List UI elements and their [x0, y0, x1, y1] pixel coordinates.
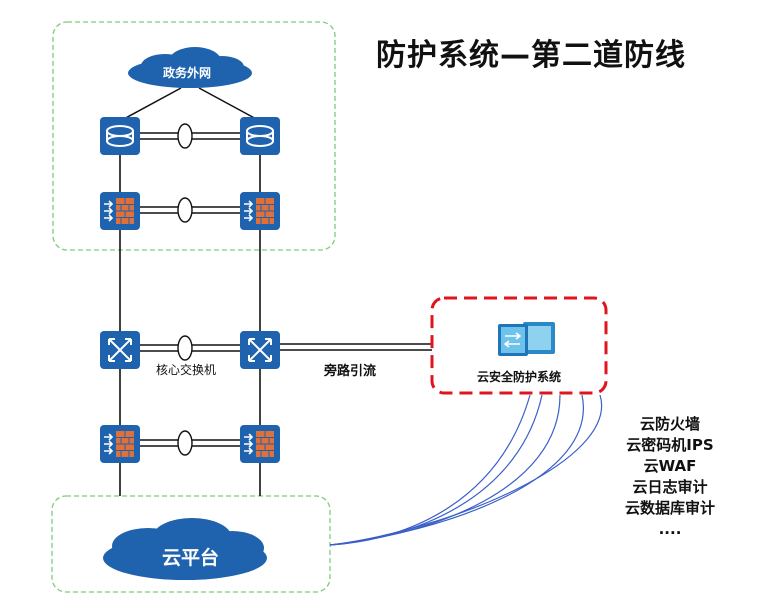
- service-item: ....: [658, 520, 682, 538]
- firewall-top-left-icon: [99, 191, 141, 231]
- uplink-left: [119, 87, 182, 122]
- link-core-switches: [140, 335, 240, 361]
- link-firewalls-top: [140, 197, 240, 223]
- security-appliance-icon: [498, 322, 555, 356]
- internet-cloud: [128, 47, 252, 88]
- core-switch-right-icon: [239, 330, 281, 370]
- cloud-platform-label: 云平台: [162, 547, 220, 569]
- service-item: 云密码机IPS: [626, 436, 714, 454]
- link-firewalls-bottom: [140, 430, 240, 456]
- page-title: 防护系统—第二道防线: [376, 38, 686, 73]
- bypass-label: 旁路引流: [324, 364, 377, 379]
- bypass-link: [280, 343, 432, 351]
- core-switch-left-icon: [99, 330, 141, 370]
- router-left-icon: [99, 116, 141, 156]
- service-list: 云防火墙 云密码机IPS 云WAF 云日志审计 云数据库审计 ....: [600, 414, 740, 540]
- service-curves: [329, 394, 603, 546]
- service-item: 云WAF: [643, 457, 697, 475]
- service-item: 云防火墙: [639, 415, 700, 433]
- firewall-top-right-icon: [239, 191, 281, 231]
- router-right-icon: [239, 116, 281, 156]
- service-item: 云数据库审计: [624, 499, 715, 517]
- service-item: 云日志审计: [632, 478, 708, 496]
- top-zone: [52, 21, 336, 251]
- firewall-bottom-left-icon: [99, 424, 141, 464]
- security-system-box: [430, 296, 608, 395]
- bottom-zone: [51, 495, 331, 593]
- firewall-bottom-right-icon: [239, 424, 281, 464]
- link-routers: [140, 123, 240, 149]
- uplink-right: [198, 87, 261, 122]
- internet-cloud-label: 政务外网: [163, 66, 212, 80]
- security-system-label: 云安全防护系统: [477, 370, 562, 384]
- core-switch-label: 核心交换机: [156, 363, 217, 377]
- platform-cloud: [103, 518, 267, 580]
